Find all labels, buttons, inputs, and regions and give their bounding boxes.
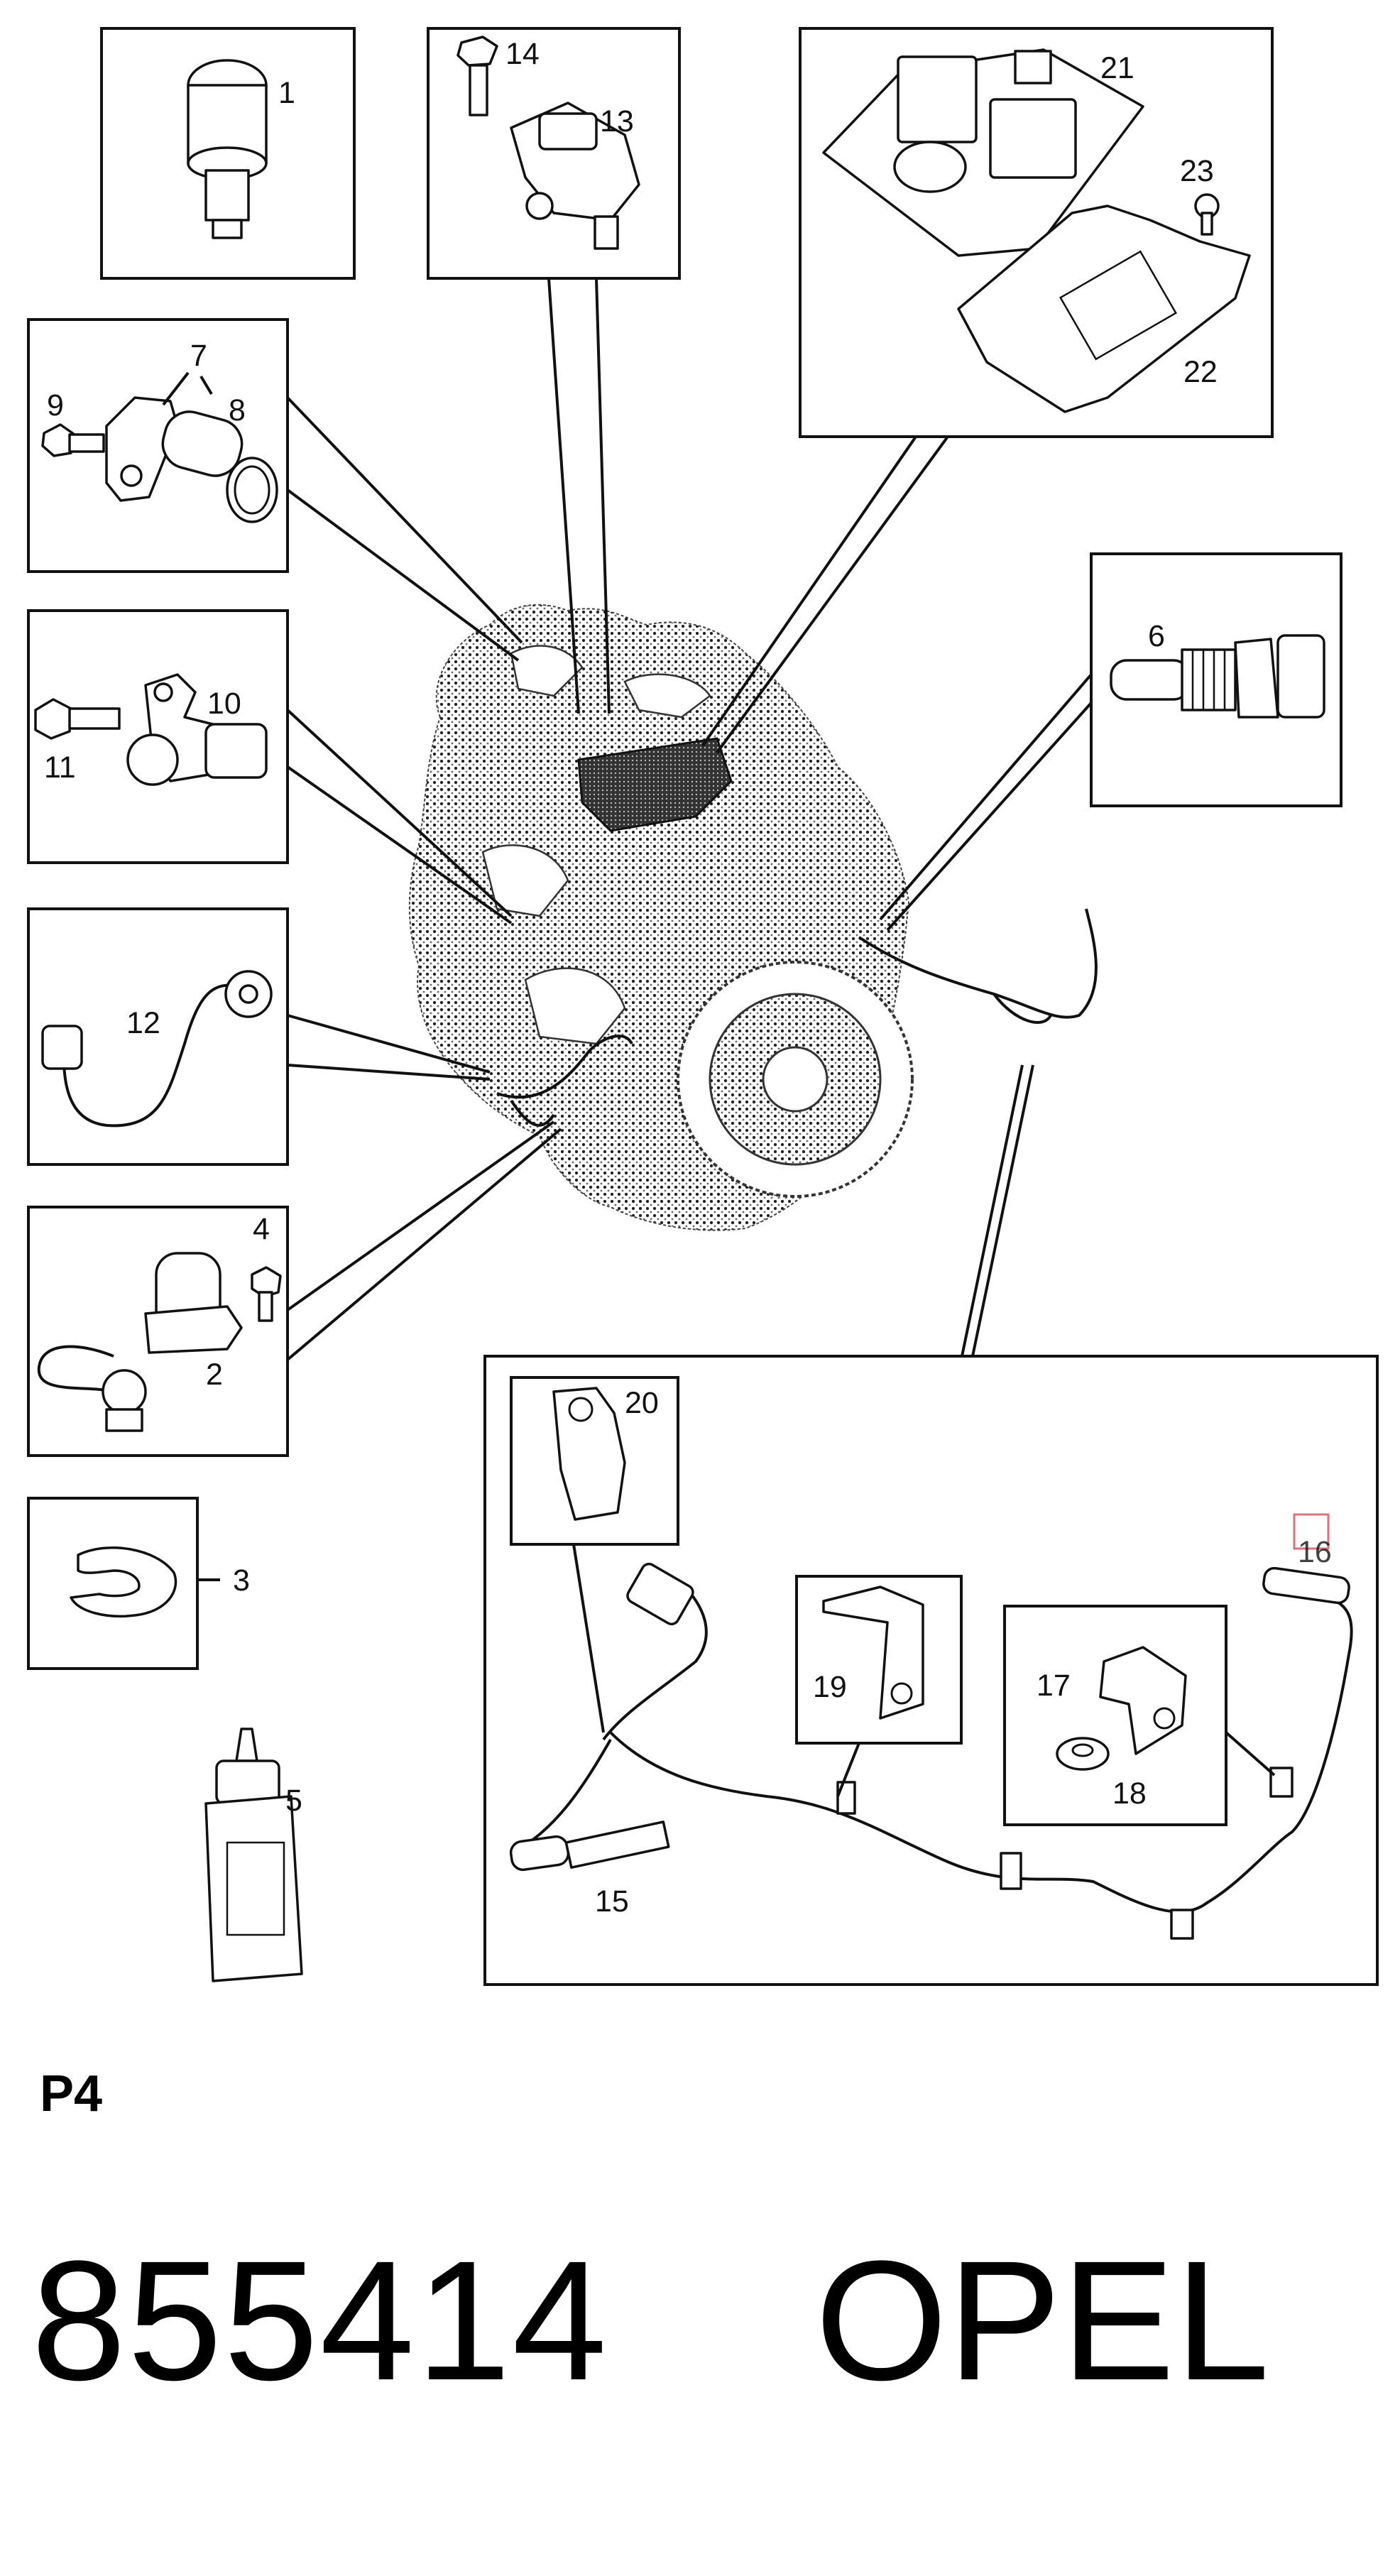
retaining-clip-3 — [70, 1546, 177, 1618]
callout-9: 9 — [47, 388, 64, 422]
callout-23: 23 — [1180, 154, 1214, 188]
page-label: P4 — [40, 2065, 103, 2122]
callout-22: 22 — [1183, 355, 1218, 389]
callout-14: 14 — [505, 37, 540, 71]
callout-5: 5 — [285, 1784, 302, 1818]
callout-7: 7 — [190, 339, 207, 373]
part-number: 855414 — [31, 2225, 608, 2416]
callout-16: 16 — [1298, 1535, 1332, 1569]
knock-sensor-12 — [41, 970, 273, 1128]
sealant-bottle-5 — [204, 1728, 303, 1982]
callout-17: 17 — [1037, 1669, 1071, 1703]
callout-12: 12 — [126, 1006, 160, 1040]
bolt-4 — [251, 1266, 282, 1322]
flywheel-center — [762, 1046, 828, 1113]
engine-detail-top — [623, 673, 711, 719]
ecu-21 — [822, 48, 1144, 257]
nut-18 — [1056, 1737, 1110, 1771]
callout-1: 1 — [278, 76, 295, 110]
bolt-14 — [456, 36, 498, 116]
bracket-17 — [1099, 1646, 1187, 1755]
wiring-harness — [510, 1562, 1353, 1940]
camshaft-sensor-7 — [105, 396, 244, 502]
bolt-11 — [34, 698, 121, 740]
callout-21: 21 — [1100, 51, 1134, 85]
clip-20 — [552, 1387, 626, 1521]
bracket-22 — [957, 204, 1251, 413]
callout-3: 3 — [233, 1563, 250, 1598]
callout-2: 2 — [206, 1358, 223, 1392]
bracket-19 — [822, 1586, 924, 1720]
brand-name: OPEL — [815, 2225, 1270, 2416]
engine-harness — [496, 1035, 633, 1127]
solenoid-2 — [37, 1252, 243, 1432]
callout-8: 8 — [229, 393, 246, 427]
oxygen-sensor-16 — [1262, 1566, 1350, 1605]
callout-20: 20 — [625, 1386, 659, 1420]
engine-harness-right — [858, 908, 1098, 1024]
callout-11: 11 — [44, 751, 76, 785]
callout-6: 6 — [1148, 619, 1165, 653]
callout-13: 13 — [600, 104, 634, 138]
oxygen-sensor-15 — [509, 1821, 670, 1872]
pressure-sensor-1 — [187, 59, 268, 239]
engine-detail-lower — [524, 967, 626, 1045]
leader-lines — [286, 278, 1276, 1797]
temperature-sensor-6 — [1110, 634, 1325, 719]
engine-detail-top-left — [510, 645, 584, 697]
part-box-17 — [1003, 1605, 1227, 1826]
engine-assembly — [408, 604, 1098, 1231]
bolt-23 — [1194, 193, 1220, 236]
callout-18: 18 — [1112, 1777, 1147, 1811]
callout-10: 10 — [207, 687, 241, 721]
crankshaft-sensor-10 — [126, 673, 268, 786]
callout-7-leaders — [162, 371, 213, 406]
highlight-marker — [1293, 1513, 1330, 1550]
map-sensor-13 — [510, 102, 640, 250]
callout-4: 4 — [253, 1212, 270, 1246]
intake-manifold — [577, 737, 733, 832]
o-ring-8 — [226, 457, 278, 523]
engine-detail-left — [481, 844, 569, 917]
callout-15: 15 — [595, 1884, 629, 1919]
bolt-9 — [41, 423, 105, 457]
callout-19: 19 — [813, 1670, 847, 1704]
